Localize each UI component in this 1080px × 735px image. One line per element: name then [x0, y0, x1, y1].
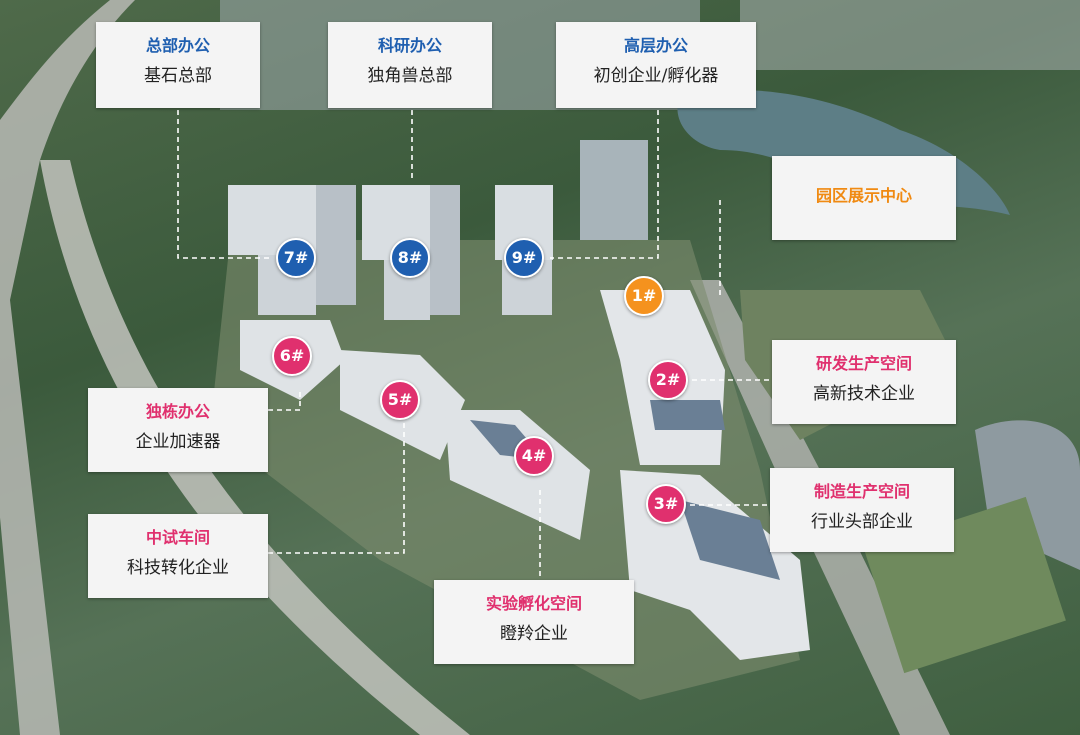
card-subtitle: 企业加速器: [135, 432, 221, 452]
building-badge-2: 2#: [648, 360, 688, 400]
leader-lines: [177, 110, 770, 580]
card-pilot-workshop: 中试车间 科技转化企业: [88, 514, 268, 598]
building-badge-1: 1#: [624, 276, 664, 316]
card-title: 中试车间: [145, 528, 210, 547]
card-manufacturing: 制造生产空间 行业头部企业: [770, 468, 954, 552]
card-subtitle: 瞪羚企业: [500, 624, 568, 644]
building-badge-5: 5#: [380, 380, 420, 420]
card-rd-production: 研发生产空间 高新技术企业: [772, 340, 956, 424]
card-highrise-office: 高层办公 初创企业/孵化器: [556, 22, 756, 108]
card-title: 独栋办公: [145, 402, 210, 421]
card-title: 研发生产空间: [815, 354, 912, 373]
card-title: 科研办公: [377, 36, 442, 55]
building-badge-8: 8#: [390, 238, 430, 278]
card-subtitle: 初创企业/孵化器: [593, 66, 719, 86]
card-subtitle: 行业头部企业: [811, 512, 913, 532]
card-title: 制造生产空间: [813, 482, 910, 501]
card-title: 园区展示中心: [815, 186, 912, 205]
card-subtitle: 基石总部: [144, 66, 212, 86]
card-title: 实验孵化空间: [485, 594, 582, 613]
card-subtitle: 科技转化企业: [127, 558, 229, 578]
building-badge-3: 3#: [646, 484, 686, 524]
card-standalone-office: 独栋办公 企业加速器: [88, 388, 268, 472]
card-title: 总部办公: [145, 36, 210, 55]
card-subtitle: 高新技术企业: [813, 384, 915, 404]
building-badge-4: 4#: [514, 436, 554, 476]
card-showcase-center: 园区展示中心: [772, 156, 956, 240]
card-research-office: 科研办公 独角兽总部: [328, 22, 492, 108]
card-title: 高层办公: [623, 36, 688, 55]
building-badge-7: 7#: [276, 238, 316, 278]
building-badge-6: 6#: [272, 336, 312, 376]
building-badge-9: 9#: [504, 238, 544, 278]
card-hq-office: 总部办公 基石总部: [96, 22, 260, 108]
card-lab-incubator: 实验孵化空间 瞪羚企业: [434, 580, 634, 664]
card-subtitle: 独角兽总部: [367, 66, 453, 86]
